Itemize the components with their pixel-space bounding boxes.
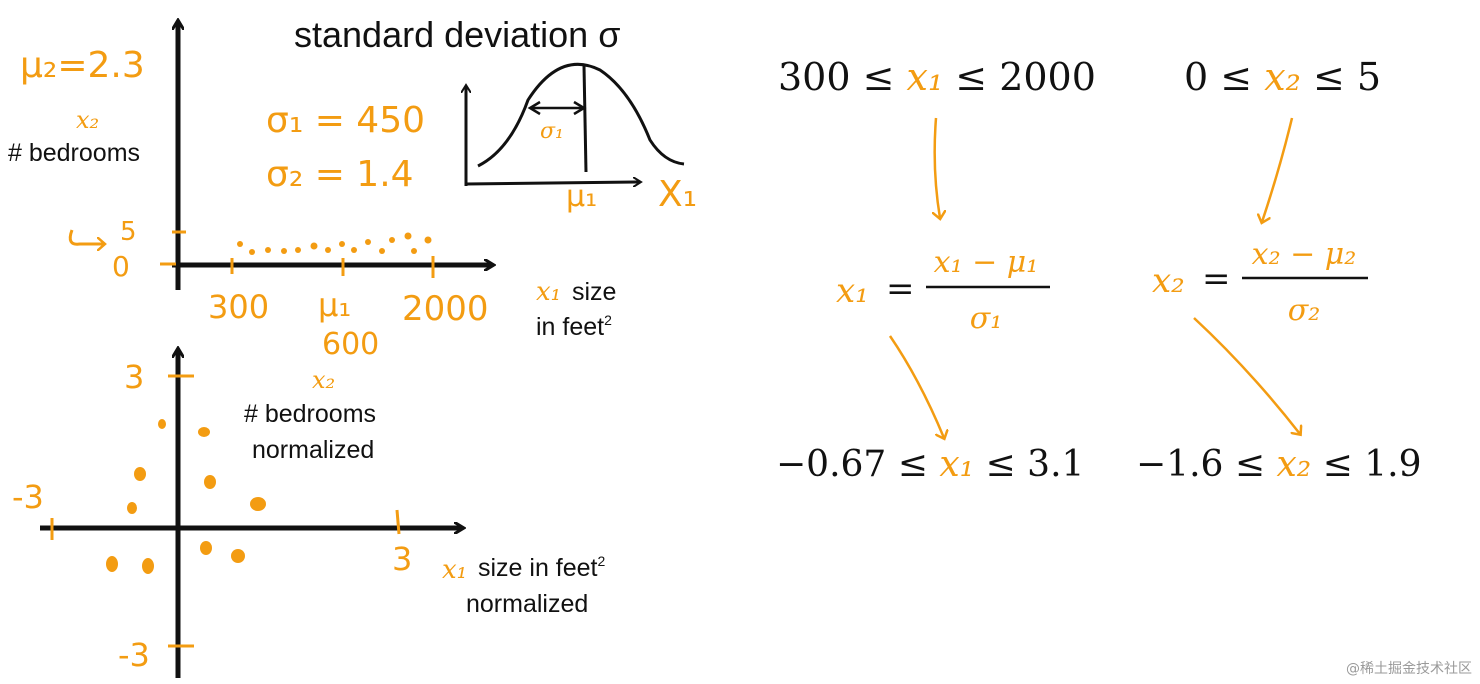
result2: −1.6 ≤ x₂ ≤ 1.9 xyxy=(1136,444,1422,485)
top-point xyxy=(281,248,287,254)
std-x-axis xyxy=(465,182,640,184)
top-point xyxy=(424,236,432,244)
top-point xyxy=(365,239,371,245)
arrow-range2-to-eq2 xyxy=(1262,117,1294,222)
bottom-point xyxy=(204,475,216,489)
top-point xyxy=(237,241,243,247)
top-mu1-value: 600 xyxy=(322,327,379,362)
bottom-point xyxy=(198,427,210,437)
bottom-plot: 3 -3 -3 3 x₂ # bedrooms normalized x₁ si… xyxy=(12,350,606,678)
top-x-var: x₁ xyxy=(536,277,561,307)
top-point xyxy=(404,232,412,240)
top-point xyxy=(411,248,417,254)
top-x-tick-label-2000: 2000 xyxy=(402,289,489,329)
std-sigma-label: σ₁ xyxy=(540,119,564,144)
std-dev-title: standard deviation σ xyxy=(294,14,620,55)
std-x-label: X₁ xyxy=(658,174,697,215)
eq1-lhs: x₁ xyxy=(836,271,869,311)
std-dev-sketch: standard deviation σ σ₁ μ₁ X₁ xyxy=(294,14,697,215)
range1: 300 ≤ x₁ ≤ 2000 xyxy=(778,55,1096,99)
eq2-lhs: x₂ xyxy=(1152,261,1185,301)
bottom-point xyxy=(231,549,245,563)
eq2-numerator: x₂ − μ₂ xyxy=(1252,237,1357,272)
top-plot: μ₂=2.3 x₂ # bedrooms 5 0 300 μ₁ 600 2000… xyxy=(8,22,616,362)
bottom-x-left-tick-label: -3 xyxy=(12,478,44,516)
bottom-data-points xyxy=(106,419,266,574)
top-y-var: x₂ xyxy=(76,106,99,134)
watermark: @稀土掘金技术社区 xyxy=(1346,661,1472,677)
bottom-x-var: x₁ xyxy=(442,555,467,585)
top-point xyxy=(339,241,345,247)
top-x-label-line1: size xyxy=(572,278,616,306)
top-point xyxy=(310,242,318,250)
bottom-point xyxy=(200,541,212,555)
top-point xyxy=(249,249,255,255)
top-point xyxy=(389,237,395,243)
sigma1-value: σ₁ = 450 xyxy=(266,100,425,141)
bottom-y-bottom-tick-label: -3 xyxy=(118,636,150,674)
eq1-equals: = xyxy=(886,269,915,309)
top-point xyxy=(265,247,271,253)
eq2-equals: = xyxy=(1202,259,1231,299)
bottom-x-label-line2: normalized xyxy=(466,590,588,618)
bottom-y-label-line2: normalized xyxy=(252,436,374,464)
eq2-denominator: σ₂ xyxy=(1288,293,1321,328)
bottom-point xyxy=(127,502,137,514)
arrow-eq1-to-result1 xyxy=(888,335,944,438)
sigma2-value: σ₂ = 1.4 xyxy=(266,154,414,195)
bell-curve xyxy=(477,62,685,168)
bottom-y-var: x₂ xyxy=(312,366,335,394)
bottom-point xyxy=(142,558,154,574)
top-x-label-line2: in feet2 xyxy=(536,312,612,341)
bottom-point xyxy=(250,497,266,511)
top-point xyxy=(379,248,385,254)
top-y-pointer-arrow xyxy=(68,229,104,244)
bottom-x-right-tick-label: 3 xyxy=(392,540,412,578)
top-y-tick-label-5: 5 xyxy=(120,217,137,247)
top-data-points xyxy=(237,232,432,255)
bottom-x-tick-right xyxy=(395,509,401,535)
bottom-y-label-line1: # bedrooms xyxy=(244,400,376,428)
sigma-arrowheads xyxy=(527,100,587,116)
top-y-tick-label-0: 0 xyxy=(112,250,130,283)
mean-line xyxy=(582,65,588,173)
result1: −0.67 ≤ x₁ ≤ 3.1 xyxy=(776,444,1084,485)
bottom-point xyxy=(158,419,166,429)
bottom-x-label-line1: size in feet2 xyxy=(478,553,606,582)
top-mu1-label: μ₁ xyxy=(318,286,351,324)
top-point xyxy=(351,247,357,253)
bottom-y-top-tick-label: 3 xyxy=(124,358,144,396)
bottom-point xyxy=(106,556,118,572)
eq1-numerator: x₁ − μ₁ xyxy=(934,245,1039,280)
top-y-label: # bedrooms xyxy=(8,139,140,167)
top-x-tick-label-300: 300 xyxy=(208,288,269,326)
range2: 0 ≤ x₂ ≤ 5 xyxy=(1184,55,1381,99)
top-point xyxy=(295,247,301,253)
mu2-label: μ₂=2.3 xyxy=(20,45,145,86)
std-mu-label: μ₁ xyxy=(566,179,597,214)
bottom-point xyxy=(134,467,146,481)
arrow-range1-to-eq1 xyxy=(935,117,940,218)
top-point xyxy=(325,247,331,253)
eq1-denominator: σ₁ xyxy=(970,301,1003,336)
formulas: 300 ≤ x₁ ≤ 2000 0 ≤ x₂ ≤ 5 x₁ = x₁ − μ₁ … xyxy=(776,55,1422,485)
arrow-eq2-to-result2 xyxy=(1193,317,1300,434)
